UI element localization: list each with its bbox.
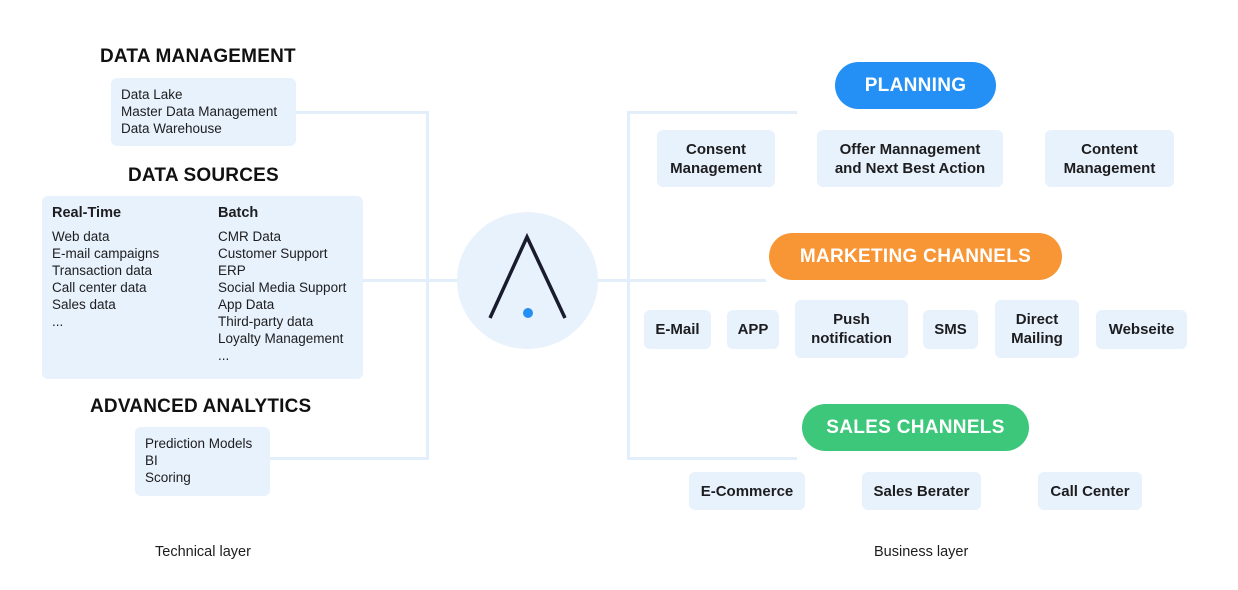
realtime-column: Real-Time Web data E-mail campaigns Tran… — [52, 205, 159, 330]
list-item: Prediction Models — [145, 436, 253, 451]
list-item: Customer Support — [218, 246, 328, 261]
connector-line — [295, 111, 428, 114]
push-notification-card: Push notification — [795, 300, 908, 358]
planning-pill: PLANNING — [835, 62, 996, 109]
consent-management-card: Consent Management — [657, 130, 775, 187]
list-item: ERP — [218, 263, 246, 278]
list-item: Data Lake — [121, 87, 183, 102]
connector-line — [627, 457, 797, 460]
sales-channels-pill: SALES CHANNELS — [802, 404, 1029, 451]
data-sources-heading: DATA SOURCES — [128, 165, 279, 186]
list-item: Call center data — [52, 280, 147, 295]
list-item: BI — [145, 453, 158, 468]
advanced-analytics-box: Prediction Models BI Scoring — [135, 427, 270, 496]
sales-berater-card: Sales Berater — [862, 472, 981, 510]
list-item: CMR Data — [218, 229, 282, 244]
list-item: Scoring — [145, 470, 191, 485]
connector-line — [270, 457, 428, 460]
list-item: ... — [52, 314, 64, 329]
offer-management-card: Offer Mannagement and Next Best Action — [817, 130, 1003, 187]
batch-title: Batch — [218, 205, 259, 221]
content-management-card: Content Management — [1045, 130, 1174, 187]
batch-column: Batch CMR Data Customer Support ERP Soci… — [218, 205, 346, 364]
connector-line — [627, 111, 630, 460]
list-item: Transaction data — [52, 263, 153, 278]
a-logo-icon — [488, 232, 567, 319]
app-card: APP — [727, 310, 779, 349]
list-item: ... — [218, 348, 230, 363]
connector-line — [426, 111, 429, 460]
marketing-channels-pill: MARKETING CHANNELS — [769, 233, 1062, 280]
sms-card: SMS — [923, 310, 978, 349]
technical-layer-label: Technical layer — [155, 544, 251, 560]
data-sources-box: Real-Time Web data E-mail campaigns Tran… — [42, 196, 363, 379]
list-item: Loyalty Management — [218, 331, 344, 346]
list-item: Master Data Management — [121, 104, 278, 119]
connector-line — [362, 279, 462, 282]
list-item: App Data — [218, 297, 275, 312]
list-item: E-mail campaigns — [52, 246, 160, 261]
list-item: Web data — [52, 229, 110, 244]
realtime-title: Real-Time — [52, 205, 122, 221]
webseite-card: Webseite — [1096, 310, 1187, 349]
list-item: Data Warehouse — [121, 121, 222, 136]
list-item: Third-party data — [218, 314, 314, 329]
email-card: E-Mail — [644, 310, 711, 349]
connector-line — [627, 111, 797, 114]
list-item: Social Media Support — [218, 280, 347, 295]
center-logo — [457, 212, 598, 349]
business-layer-label: Business layer — [874, 544, 969, 560]
data-management-box: Data Lake Master Data Management Data Wa… — [111, 78, 296, 146]
advanced-analytics-heading: ADVANCED ANALYTICS — [90, 396, 312, 417]
direct-mailing-card: Direct Mailing — [995, 300, 1079, 358]
connector-line — [596, 279, 766, 282]
data-management-heading: DATA MANAGEMENT — [100, 46, 296, 67]
list-item: Sales data — [52, 297, 116, 312]
call-center-card: Call Center — [1038, 472, 1142, 510]
e-commerce-card: E-Commerce — [689, 472, 805, 510]
